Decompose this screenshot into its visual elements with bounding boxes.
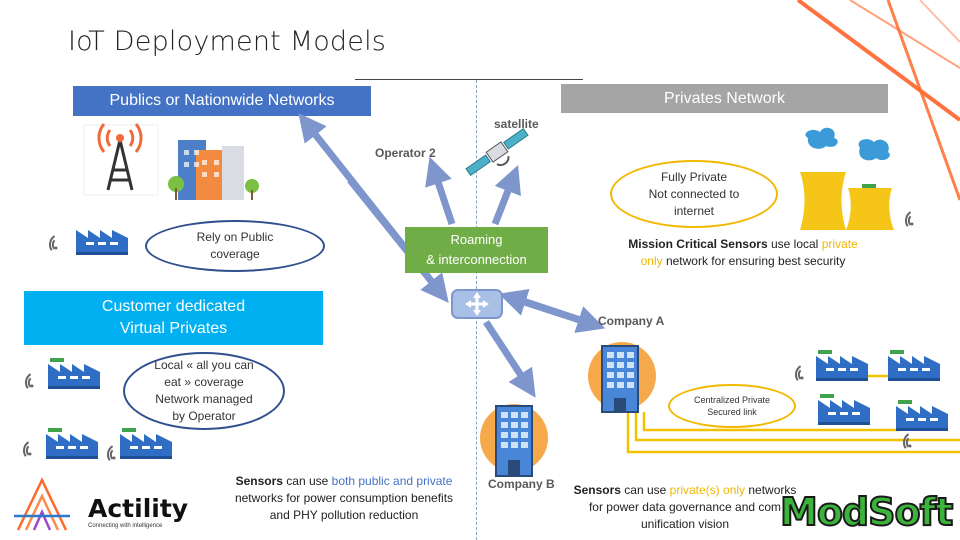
oval-public-coverage: Rely on Public coverage <box>145 220 325 272</box>
oval-fully-private: Fully Private Not connected to internet <box>610 160 778 228</box>
middle-line3: and PHY pollution reduction <box>269 508 419 522</box>
actility-logo: Actility Connecting with intelligence <box>88 494 188 529</box>
middle-text1: can use <box>282 474 332 488</box>
oval-virtual-line4: by Operator <box>172 409 236 423</box>
right-text1: can use <box>620 483 670 497</box>
actility-tagline: Connecting with intelligence <box>88 523 163 529</box>
arrow-to-hub-from-a <box>498 288 582 324</box>
oval-virtual-line2: eat » coverage <box>164 375 244 389</box>
wifi-icon-public <box>44 234 62 252</box>
mission-text1: use local <box>767 237 822 251</box>
header-public-networks: Publics or Nationwide Networks <box>73 86 371 116</box>
oval-virtual-line3: Network managed <box>155 392 253 406</box>
right-line3: unification vision <box>640 517 730 531</box>
both-networks-caption: Sensors can use both public and private … <box>212 473 476 524</box>
factory-icon-virtual-3 <box>120 428 172 459</box>
antenna-tower-icon <box>83 123 159 196</box>
oval-private-line2: Not connected to <box>648 186 740 201</box>
oval-public-line1: Rely on Public <box>196 230 274 244</box>
wifi-icon-virtual-1 <box>20 372 38 390</box>
factory-icon-private-4 <box>896 400 948 431</box>
mission-bold: Mission Critical Sensors <box>628 237 768 251</box>
oval-secured-line2: Secured link <box>707 407 757 417</box>
factory-icon-private-2 <box>888 350 940 381</box>
right-text2: networks <box>745 483 797 497</box>
arrow-to-company-b <box>483 320 536 398</box>
middle-bold: Sensors <box>235 474 283 488</box>
oval-secured-line1: Centralized Private <box>693 395 771 405</box>
factory-icon-private-1 <box>816 350 868 381</box>
header-virtual-line1: Customer dedicated <box>101 298 246 315</box>
roaming-line2: & interconnection <box>426 252 527 267</box>
private-only-caption: Sensors can use private(s) only networks… <box>560 482 810 533</box>
wifi-icon-virtual-2 <box>18 440 36 458</box>
company-b-building-icon <box>480 404 548 477</box>
satellite-icon <box>465 127 529 177</box>
company-b-label: Company B <box>488 477 555 491</box>
header-virtual-line2: Virtual Privates <box>119 320 228 337</box>
actility-wordmark: Actility <box>88 494 189 523</box>
factory-icon-virtual-1 <box>48 358 100 389</box>
oval-public-line2: coverage <box>210 247 260 261</box>
wifi-icon-private-2 <box>898 432 916 450</box>
factory-icon-virtual-2 <box>46 428 98 459</box>
power-plant-icon <box>800 127 894 230</box>
mission-private: private <box>821 237 858 251</box>
right-line2: for power data governance and com <box>588 500 782 514</box>
wifi-icon-private-1 <box>790 364 808 382</box>
header-virtual-privates: Customer dedicated Virtual Privates <box>24 291 323 345</box>
actility-logo-mark <box>14 477 70 531</box>
middle-highlight: both public and private <box>331 474 453 488</box>
company-a-label: Company A <box>598 314 665 328</box>
arrow-to-satellite <box>491 164 521 226</box>
company-a-building-icon <box>588 342 656 413</box>
operator2-label: Operator 2 <box>375 146 436 160</box>
mission-text2: network for ensuring best security <box>662 254 846 268</box>
wifi-icon-private-3 <box>900 210 918 228</box>
factory-icon-public <box>76 230 128 255</box>
page-title: IoT Deployment Models <box>68 26 387 57</box>
city-buildings-icon <box>168 140 259 200</box>
title-underline <box>355 79 583 80</box>
middle-line2: networks for power consumption benefits <box>234 491 454 505</box>
factory-icon-private-3 <box>818 394 870 425</box>
oval-private-line1: Fully Private <box>660 169 727 184</box>
oval-secured-link: Centralized Private Secured link <box>668 384 796 428</box>
arrow-to-operator2 <box>425 156 456 226</box>
right-highlight: private(s) only <box>669 483 746 497</box>
oval-virtual-coverage: Local « all you can eat » coverage Netwo… <box>123 352 285 430</box>
oval-private-line3: internet <box>673 203 714 218</box>
modsoft-watermark: ModSoft <box>779 489 954 535</box>
arrow-to-public-back <box>347 177 449 303</box>
oval-virtual-line1: Local « all you can <box>154 358 254 372</box>
mission-only: only <box>640 254 663 268</box>
header-private-network: Privates Network <box>561 84 888 113</box>
roaming-interconnection-box: Roaming & interconnection <box>405 227 548 273</box>
satellite-label: satellite <box>494 117 539 131</box>
router-hub-icon <box>451 289 503 319</box>
wifi-icon-virtual-3 <box>102 444 120 462</box>
roaming-line1: Roaming <box>450 232 503 247</box>
mission-critical-caption: Mission Critical Sensors use local priva… <box>612 236 874 270</box>
right-bold: Sensors <box>573 483 621 497</box>
